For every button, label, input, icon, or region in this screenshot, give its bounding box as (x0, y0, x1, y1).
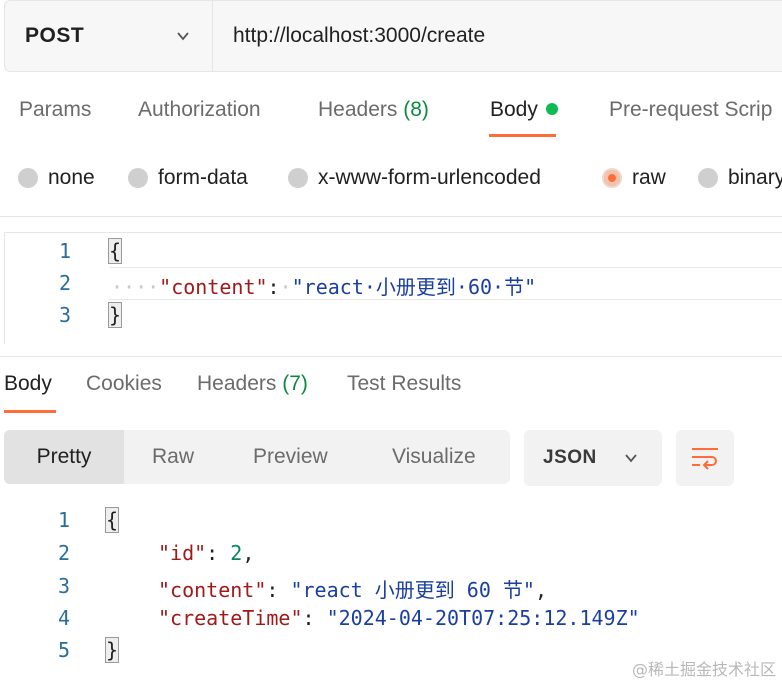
tab-label: Cookies (86, 372, 162, 395)
tab-test-results[interactable]: Test Results (347, 372, 461, 396)
json-key: "createTime" (158, 606, 303, 630)
response-body-viewer[interactable]: 1 2 3 4 5 { "id": 2, "content": "react 小… (0, 500, 782, 686)
close-brace: } (107, 302, 123, 328)
active-tab-indicator (4, 410, 56, 413)
radio-circle-icon (698, 168, 718, 188)
chevron-down-icon (625, 454, 637, 463)
url-input[interactable]: http://localhost:3000/create (213, 1, 485, 71)
line-number: 5 (57, 638, 70, 662)
view-visualize-button[interactable]: Visualize (392, 430, 476, 484)
radio-none[interactable]: none (18, 166, 95, 190)
format-select[interactable]: JSON (524, 430, 662, 486)
code-line: { (104, 507, 120, 533)
code-line: "id": 2, (158, 541, 255, 565)
radio-checked-icon (602, 168, 622, 188)
line-number: 2 (57, 541, 70, 565)
radio-x-www-form-urlencoded[interactable]: x-www-form-urlencoded (288, 166, 541, 190)
tab-body[interactable]: Body (490, 98, 558, 122)
code-line: { (107, 238, 123, 264)
view-pretty-button[interactable]: Pretty (4, 430, 124, 484)
code-line: "content": "react 小册更到 60 节", (158, 578, 548, 602)
radio-label: binary (728, 166, 782, 189)
open-brace: { (104, 507, 120, 533)
active-dot-icon (545, 103, 558, 115)
radio-label: none (48, 166, 95, 189)
method-label: POST (25, 24, 85, 47)
json-key: "content" (158, 578, 267, 602)
watermark: @稀土掘金技术社区 (631, 660, 776, 679)
json-key: "id" (158, 541, 207, 565)
headers-count: (8) (403, 98, 429, 121)
view-label: Visualize (392, 445, 476, 468)
radio-circle-icon (128, 168, 148, 188)
tab-label: Params (19, 98, 92, 121)
radio-label: x-www-form-urlencoded (318, 166, 541, 189)
open-brace: { (107, 238, 123, 264)
line-number: 3 (58, 303, 71, 327)
indent-whitespace: ···· (111, 275, 160, 299)
tab-authorization[interactable]: Authorization (138, 98, 261, 122)
divider (0, 356, 782, 357)
tab-pre-request-script[interactable]: Pre-request Scrip (609, 98, 772, 122)
request-tabs: Params Authorization Headers (8) Body Pr… (0, 88, 782, 138)
line-number: 2 (58, 271, 71, 295)
radio-label: raw (632, 166, 666, 189)
headers-count: (7) (282, 372, 308, 395)
tab-label: Body (490, 98, 538, 121)
tab-params[interactable]: Params (19, 98, 91, 122)
current-line-highlight (109, 267, 782, 300)
code-line: "createTime": "2024-04-20T07:25:12.149Z" (158, 606, 640, 630)
line-number: 3 (57, 574, 70, 598)
wrap-lines-button[interactable] (676, 430, 734, 486)
request-bar: POST http://localhost:3000/create (4, 0, 782, 72)
tab-label: Pre-request Scrip (609, 98, 773, 121)
chevron-down-icon (177, 32, 189, 41)
tab-label: Headers (318, 98, 398, 121)
tab-label: Headers (197, 372, 277, 395)
line-number: 1 (58, 239, 71, 263)
code-line: } (104, 637, 120, 663)
tab-label: Test Results (347, 372, 462, 395)
line-number: 4 (57, 606, 70, 630)
tab-response-headers[interactable]: Headers (7) (197, 372, 308, 396)
active-tab-indicator (489, 134, 556, 137)
method-select[interactable]: POST (5, 1, 213, 71)
space-whitespace: · (279, 275, 292, 299)
json-key: "content" (159, 275, 268, 299)
response-tabs: Body Cookies Headers (7) Test Results (0, 368, 782, 416)
tab-label: Authorization (138, 98, 261, 121)
body-type-options: none form-data x-www-form-urlencoded raw… (0, 160, 782, 200)
request-body-editor[interactable]: 1 2 3 { ····"content":·"react·小册更到·60·节"… (4, 232, 782, 344)
radio-binary[interactable]: binary (698, 166, 782, 190)
view-raw-button[interactable]: Raw (152, 430, 194, 484)
json-number: 2 (230, 541, 243, 565)
close-brace: } (104, 637, 120, 663)
json-string: "react·小册更到·60·节" (291, 275, 537, 299)
radio-label: form-data (158, 166, 248, 189)
view-label: Raw (152, 445, 195, 468)
colon: : (267, 275, 280, 299)
wrap-lines-icon (692, 448, 718, 470)
tab-response-body[interactable]: Body (4, 372, 52, 396)
tab-cookies[interactable]: Cookies (86, 372, 162, 396)
code-line: ····"content":·"react·小册更到·60·节" (111, 271, 536, 300)
radio-raw[interactable]: raw (602, 166, 666, 190)
radio-circle-icon (288, 168, 308, 188)
code-line: } (107, 302, 123, 328)
url-text: http://localhost:3000/create (233, 24, 486, 47)
view-preview-button[interactable]: Preview (253, 430, 328, 484)
tab-headers[interactable]: Headers (8) (318, 98, 429, 122)
view-label: Pretty (36, 445, 92, 468)
format-label: JSON (543, 447, 597, 468)
tab-label: Body (4, 372, 52, 395)
divider (0, 216, 782, 217)
radio-form-data[interactable]: form-data (128, 166, 248, 190)
json-string: "react 小册更到 60 节" (290, 578, 535, 602)
line-number: 1 (57, 508, 70, 532)
json-string: "2024-04-20T07:25:12.149Z" (326, 606, 640, 630)
radio-circle-icon (18, 168, 38, 188)
view-mode-group: Pretty Raw Preview Visualize (4, 430, 510, 484)
view-label: Preview (253, 445, 328, 468)
